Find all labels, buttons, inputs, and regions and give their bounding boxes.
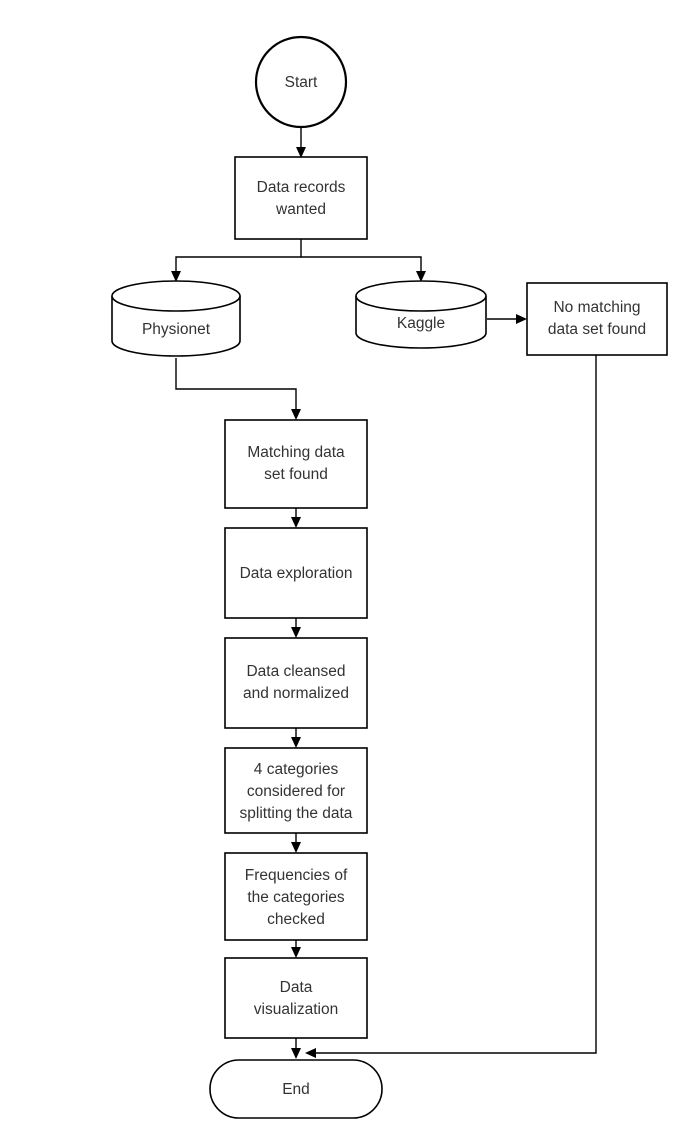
edge-visualization-to-end xyxy=(291,1038,301,1059)
node-data-cleansed-line1: Data cleansed xyxy=(246,663,345,680)
node-no-matching-data-set[interactable]: No matching data set found xyxy=(526,282,668,356)
edge-matching-to-exploration xyxy=(291,508,301,528)
node-data-exploration-line1: Data exploration xyxy=(240,565,353,582)
node-start-label: Start xyxy=(285,74,318,91)
node-data-cleansed[interactable]: Data cleansed and normalized xyxy=(224,637,368,729)
node-four-categories-line3: splitting the data xyxy=(240,805,353,822)
node-four-categories-line1: 4 categories xyxy=(254,761,339,778)
node-start[interactable]: Start xyxy=(254,35,348,129)
node-physionet[interactable]: Physionet xyxy=(111,280,241,357)
edge-categories-to-frequencies xyxy=(291,833,301,853)
node-data-records-wanted-line1: Data records xyxy=(257,179,346,196)
edge-kaggle-to-no-matching xyxy=(487,314,527,324)
node-data-records-wanted-line2: wanted xyxy=(275,201,326,218)
node-matching-data-set-found[interactable]: Matching data set found xyxy=(224,419,368,509)
edge-start-to-data-records xyxy=(296,127,306,158)
node-kaggle[interactable]: Kaggle xyxy=(355,280,487,349)
node-end[interactable]: End xyxy=(209,1059,383,1119)
node-frequencies-line1: Frequencies of xyxy=(245,867,348,884)
node-frequencies-checked[interactable]: Frequencies of the categories checked xyxy=(224,852,368,941)
node-data-visualization[interactable]: Data visualization xyxy=(224,957,368,1039)
node-data-records-wanted[interactable]: Data records wanted xyxy=(234,156,368,240)
edge-data-records-to-sources xyxy=(171,239,426,282)
node-data-cleansed-line2: and normalized xyxy=(243,685,349,702)
edge-cleansed-to-categories xyxy=(291,728,301,748)
node-frequencies-line2: the categories xyxy=(247,889,345,906)
node-four-categories[interactable]: 4 categories considered for splitting th… xyxy=(224,747,368,834)
node-data-exploration[interactable]: Data exploration xyxy=(224,527,368,619)
node-matching-found-line2: set found xyxy=(264,466,328,483)
edge-frequencies-to-visualization xyxy=(291,940,301,958)
edge-physionet-to-matching xyxy=(175,358,301,420)
node-physionet-label: Physionet xyxy=(142,321,211,338)
edge-no-matching-to-end xyxy=(305,355,597,1058)
node-end-label: End xyxy=(282,1081,310,1098)
node-kaggle-label: Kaggle xyxy=(397,315,445,332)
node-data-visualization-line1: Data xyxy=(280,979,313,996)
edge-exploration-to-cleansed xyxy=(291,618,301,638)
node-data-visualization-line2: visualization xyxy=(254,1001,338,1018)
node-no-matching-line2: data set found xyxy=(548,321,646,338)
node-no-matching-line1: No matching xyxy=(553,299,640,316)
node-frequencies-line3: checked xyxy=(267,911,325,928)
node-matching-found-line1: Matching data xyxy=(247,444,345,461)
node-four-categories-line2: considered for xyxy=(247,783,345,800)
